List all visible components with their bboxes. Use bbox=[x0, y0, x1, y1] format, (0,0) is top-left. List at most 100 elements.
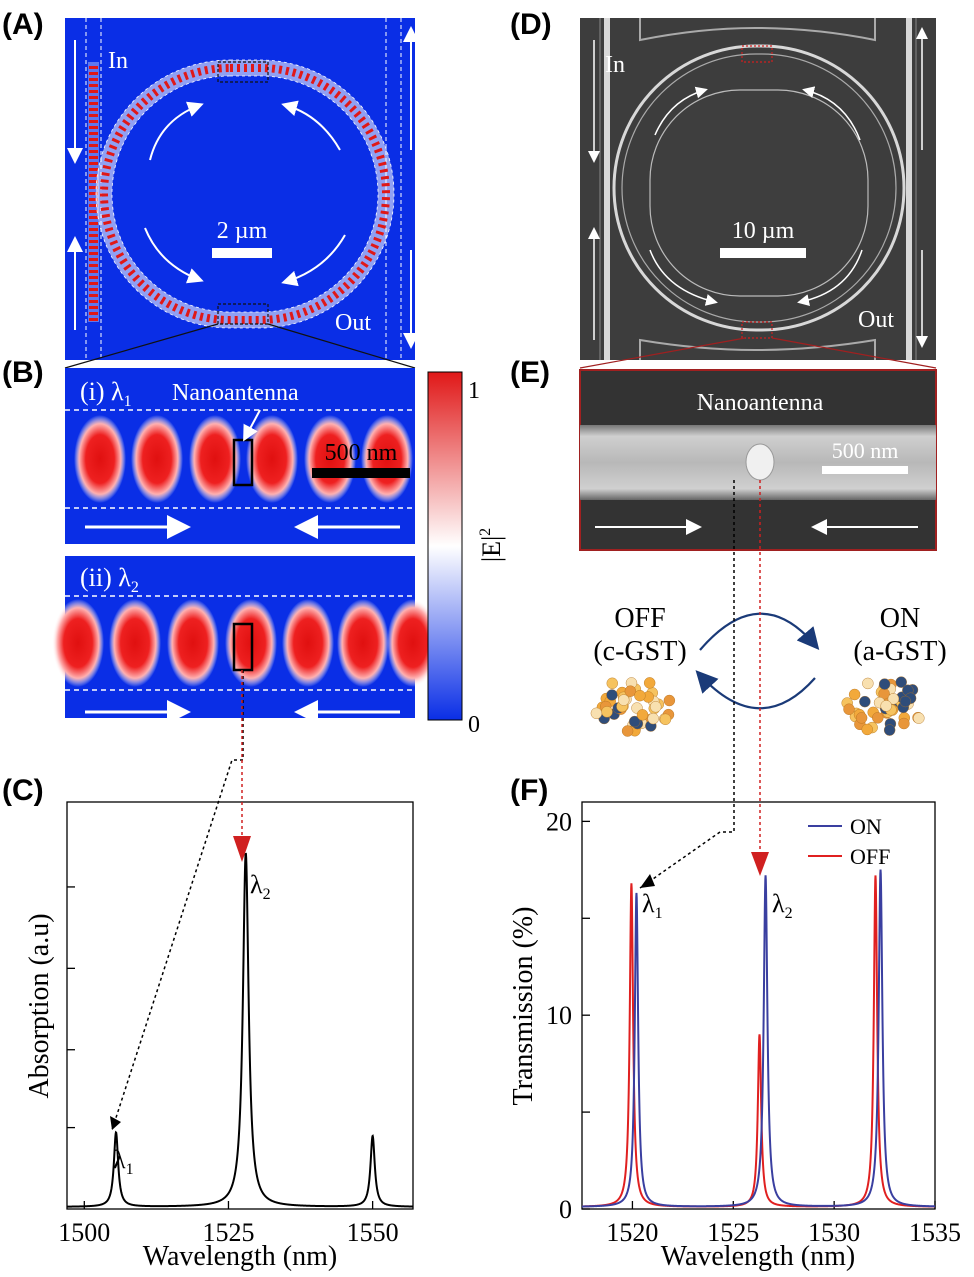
field-dot bbox=[89, 144, 98, 147]
atom bbox=[621, 725, 634, 737]
field-lobe bbox=[282, 599, 334, 687]
svg-text:λ2: λ2 bbox=[250, 870, 271, 903]
x-tick-label: 1530 bbox=[808, 1218, 860, 1247]
field-dot bbox=[89, 228, 98, 231]
colorbar-label: |E| bbox=[477, 536, 506, 562]
field-dot bbox=[89, 240, 98, 243]
svg-text:(i) λ1: (i) λ1 bbox=[80, 377, 132, 410]
field-dot bbox=[89, 156, 98, 159]
field-dot bbox=[89, 84, 98, 87]
panel-a-simulation: 2 µm In Out bbox=[65, 18, 419, 360]
panel-label-b: (B) bbox=[2, 356, 44, 389]
field-dot bbox=[89, 102, 98, 105]
field-dot bbox=[89, 138, 98, 141]
panel-a-scale-text: 2 µm bbox=[217, 218, 268, 244]
x-tick-label: 1520 bbox=[606, 1218, 658, 1247]
legend-on-label: ON bbox=[850, 814, 882, 839]
panel-f-lambda2: λ bbox=[772, 889, 785, 918]
atom bbox=[636, 709, 649, 721]
y-tick-label: 20 bbox=[546, 807, 572, 836]
panel-d-out-label: Out bbox=[858, 307, 894, 333]
field-dot bbox=[89, 318, 98, 321]
atom bbox=[643, 677, 656, 689]
atom bbox=[862, 677, 874, 690]
on-label: ON bbox=[880, 603, 920, 634]
field-dot bbox=[89, 126, 98, 129]
panel-b-row2-label: (ii) λ bbox=[80, 563, 131, 592]
field-dot bbox=[89, 198, 98, 201]
atom bbox=[663, 694, 676, 707]
panel-label-d: (D) bbox=[510, 8, 552, 41]
absorption-curve bbox=[67, 852, 414, 1208]
on-sub-label: (a-GST) bbox=[853, 636, 946, 667]
field-dot bbox=[89, 258, 98, 261]
atom bbox=[848, 688, 861, 701]
svg-text:(ii) λ2: (ii) λ2 bbox=[80, 563, 139, 596]
panel-d-scale-text: 10 µm bbox=[732, 218, 795, 244]
field-dot bbox=[89, 180, 98, 183]
atom bbox=[913, 712, 925, 724]
atom bbox=[878, 678, 891, 690]
atom bbox=[899, 695, 912, 708]
atom bbox=[872, 712, 884, 724]
panel-c-lambda2-sub: 2 bbox=[263, 886, 271, 903]
field-lobe bbox=[109, 599, 161, 687]
colorbar-min: 0 bbox=[468, 712, 480, 738]
panel-c-ylabel: Absorption (a.u) bbox=[24, 913, 55, 1098]
panel-b-row2-sub: 2 bbox=[131, 579, 139, 596]
atom bbox=[880, 700, 892, 712]
field-dot bbox=[89, 132, 98, 135]
svg-text:λ1: λ1 bbox=[113, 1145, 134, 1178]
field-dot bbox=[89, 114, 98, 117]
panel-e-title: Nanoantenna bbox=[697, 390, 824, 416]
x-tick-label: 1525 bbox=[202, 1218, 254, 1247]
field-lobe bbox=[361, 415, 413, 503]
field-lobe bbox=[131, 415, 183, 503]
field-lobe bbox=[304, 415, 356, 503]
panel-b-nano-label: Nanoantenna bbox=[172, 380, 299, 406]
svg-text:λ1: λ1 bbox=[642, 889, 663, 922]
svg-text:λ2: λ2 bbox=[772, 889, 793, 922]
y-tick-label: 0 bbox=[559, 1195, 572, 1224]
atom bbox=[624, 685, 637, 697]
panel-e-scale-text: 500 nm bbox=[832, 438, 899, 463]
colorbar-max: 1 bbox=[468, 378, 480, 404]
panel-d-in-label: In bbox=[605, 52, 625, 78]
field-dot bbox=[89, 150, 98, 153]
field-dot bbox=[89, 252, 98, 255]
svg-text:|E|2: |E|2 bbox=[477, 528, 506, 562]
panel-a-out-label: Out bbox=[335, 310, 371, 336]
atom bbox=[883, 724, 896, 736]
field-dot bbox=[89, 96, 98, 99]
panel-f-lambda1: λ bbox=[642, 889, 655, 918]
field-dot bbox=[89, 108, 98, 111]
field-lobe bbox=[387, 599, 439, 687]
panel-e-sem-closeup: 500 nm Nanoantenna bbox=[579, 369, 937, 551]
x-tick-label: 1500 bbox=[58, 1218, 110, 1247]
atom bbox=[895, 676, 907, 688]
panel-c-xlabel: Wavelength (nm) bbox=[143, 1241, 337, 1272]
panel-f-lambda2-sub: 2 bbox=[785, 905, 793, 922]
x-tick-label: 1535 bbox=[909, 1218, 961, 1247]
panel-label-f: (F) bbox=[510, 774, 548, 807]
panel-c-lambda2: λ bbox=[250, 870, 263, 899]
field-dot bbox=[89, 120, 98, 123]
field-dot bbox=[89, 294, 98, 297]
atom bbox=[859, 695, 871, 708]
y-tick-label: 10 bbox=[546, 1001, 572, 1030]
field-dot bbox=[89, 204, 98, 207]
colorbar-label-sup: 2 bbox=[477, 528, 494, 536]
off-label: OFF bbox=[614, 603, 665, 634]
atom bbox=[601, 706, 613, 718]
field-dot bbox=[89, 312, 98, 315]
panel-c-lambda1-sub: 1 bbox=[126, 1161, 134, 1178]
field-dot bbox=[89, 174, 98, 177]
atom bbox=[659, 713, 672, 725]
atom bbox=[628, 715, 641, 728]
panel-b-field-maps: 500 nm (i) λ1 Nanoantenna (ii) λ2 1 0 |E… bbox=[52, 368, 506, 738]
atom bbox=[861, 723, 873, 736]
field-dot bbox=[89, 288, 98, 291]
field-lobe bbox=[337, 599, 389, 687]
field-dot bbox=[89, 276, 98, 279]
